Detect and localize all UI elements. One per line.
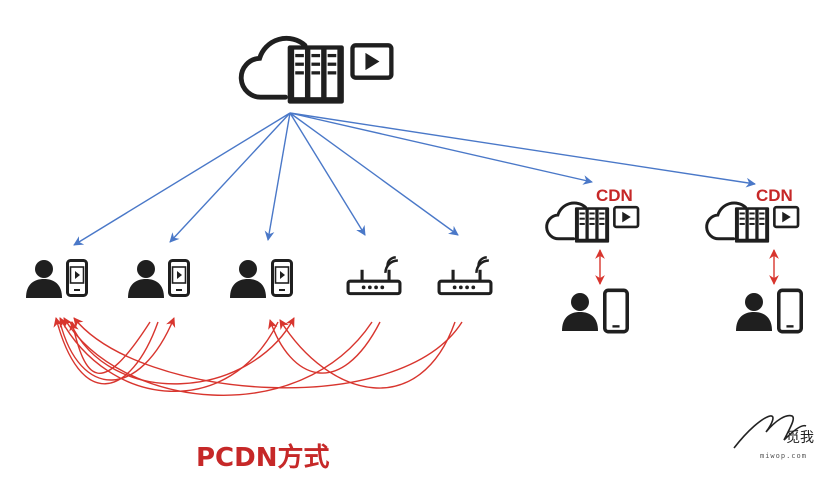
p2p-arrow [279, 319, 456, 389]
user-icon [562, 293, 598, 331]
watermark: 觅我 miwop.com [733, 414, 814, 460]
phone-icon [777, 288, 803, 334]
watermark-url: miwop.com [760, 452, 807, 460]
origin-server-icon [241, 38, 391, 103]
phone-icon [603, 288, 629, 334]
p2p-arrow [69, 317, 295, 385]
cdn-node-1: CDN [545, 186, 640, 334]
arrow-to-peer-1 [73, 112, 291, 246]
peer-node-1 [26, 258, 88, 298]
phone-icon [66, 258, 88, 298]
user-icon [230, 260, 266, 298]
cdn-label: CDN [756, 186, 793, 205]
user-icon [128, 260, 164, 298]
wifi-router-icon [437, 255, 493, 296]
peer-node-2 [128, 258, 190, 298]
p2p-arrow [73, 317, 463, 389]
user-icon [736, 293, 772, 331]
cdn-node-2: CDN [705, 186, 803, 334]
phone-icon [271, 258, 293, 298]
p2p-arrow [63, 317, 373, 396]
peer-node-3 [230, 258, 293, 298]
pcdn-title: PCDN方式 [196, 442, 329, 473]
distribution-arrows [73, 112, 756, 246]
p2p-arrows [53, 317, 463, 396]
phone-icon [168, 258, 190, 298]
cdn-label: CDN [596, 186, 633, 205]
arrow-to-cdn-1 [289, 112, 593, 185]
cdn-server-icon [705, 201, 800, 244]
user-icon [26, 260, 62, 298]
p2p-arrow [59, 317, 176, 381]
wifi-router-icon [346, 255, 402, 296]
arrow-to-cdn-2 [289, 112, 756, 188]
p2p-arrow [268, 319, 381, 374]
arrow-to-router-1 [289, 112, 366, 236]
arrow-to-peer-2 [169, 112, 291, 243]
p2p-arrow [53, 317, 159, 385]
arrow-to-router-2 [289, 112, 459, 236]
watermark-logo [733, 414, 807, 449]
p2p-arrow [69, 321, 151, 374]
watermark-text: 觅我 [786, 430, 814, 446]
cdn-server-icon [545, 201, 640, 244]
p2p-arrow [59, 317, 279, 393]
arrow-to-peer-3 [264, 112, 291, 241]
